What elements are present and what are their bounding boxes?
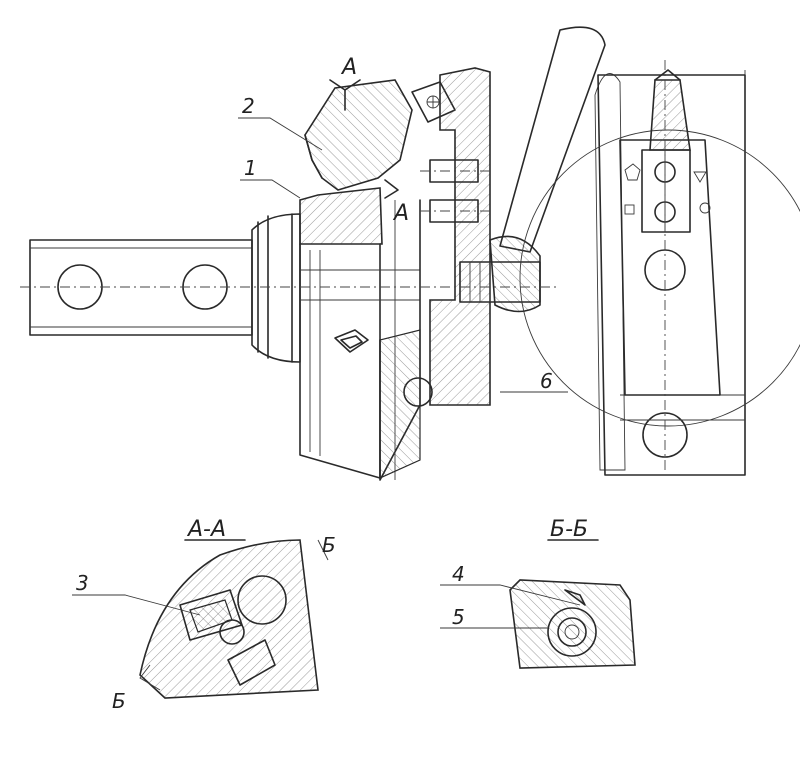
handle bbox=[459, 26, 606, 313]
label-cut-a-mid: A bbox=[392, 201, 409, 226]
leader-3 bbox=[72, 594, 201, 616]
main-view bbox=[20, 26, 606, 481]
leader-4 bbox=[440, 584, 581, 606]
cutter-holder-part-2 bbox=[304, 79, 413, 191]
cut-marker-a-top bbox=[329, 79, 361, 111]
label-cut-a-top: A bbox=[340, 55, 357, 80]
section-aa-title: A-A bbox=[186, 517, 226, 542]
label-part-6: 6 bbox=[540, 369, 553, 393]
label-part-1: 1 bbox=[244, 156, 257, 180]
section-bb-title: Б-Б bbox=[550, 517, 588, 542]
leader-1 bbox=[240, 179, 301, 199]
flange-part-6 bbox=[379, 67, 491, 481]
label-cut-b-bottom: Б bbox=[112, 689, 126, 713]
leader-2 bbox=[238, 117, 323, 151]
label-part-3: 3 bbox=[76, 571, 89, 595]
label-cut-b-top: Б bbox=[322, 533, 336, 557]
front-view bbox=[519, 60, 800, 476]
shank bbox=[29, 213, 301, 363]
section-aa-view bbox=[72, 539, 329, 699]
label-part-4: 4 bbox=[452, 562, 465, 586]
cut-marker-a-mid bbox=[384, 179, 399, 199]
label-part-5: 5 bbox=[452, 605, 465, 629]
label-part-2: 2 bbox=[242, 94, 255, 118]
section-bb-view bbox=[440, 539, 636, 669]
